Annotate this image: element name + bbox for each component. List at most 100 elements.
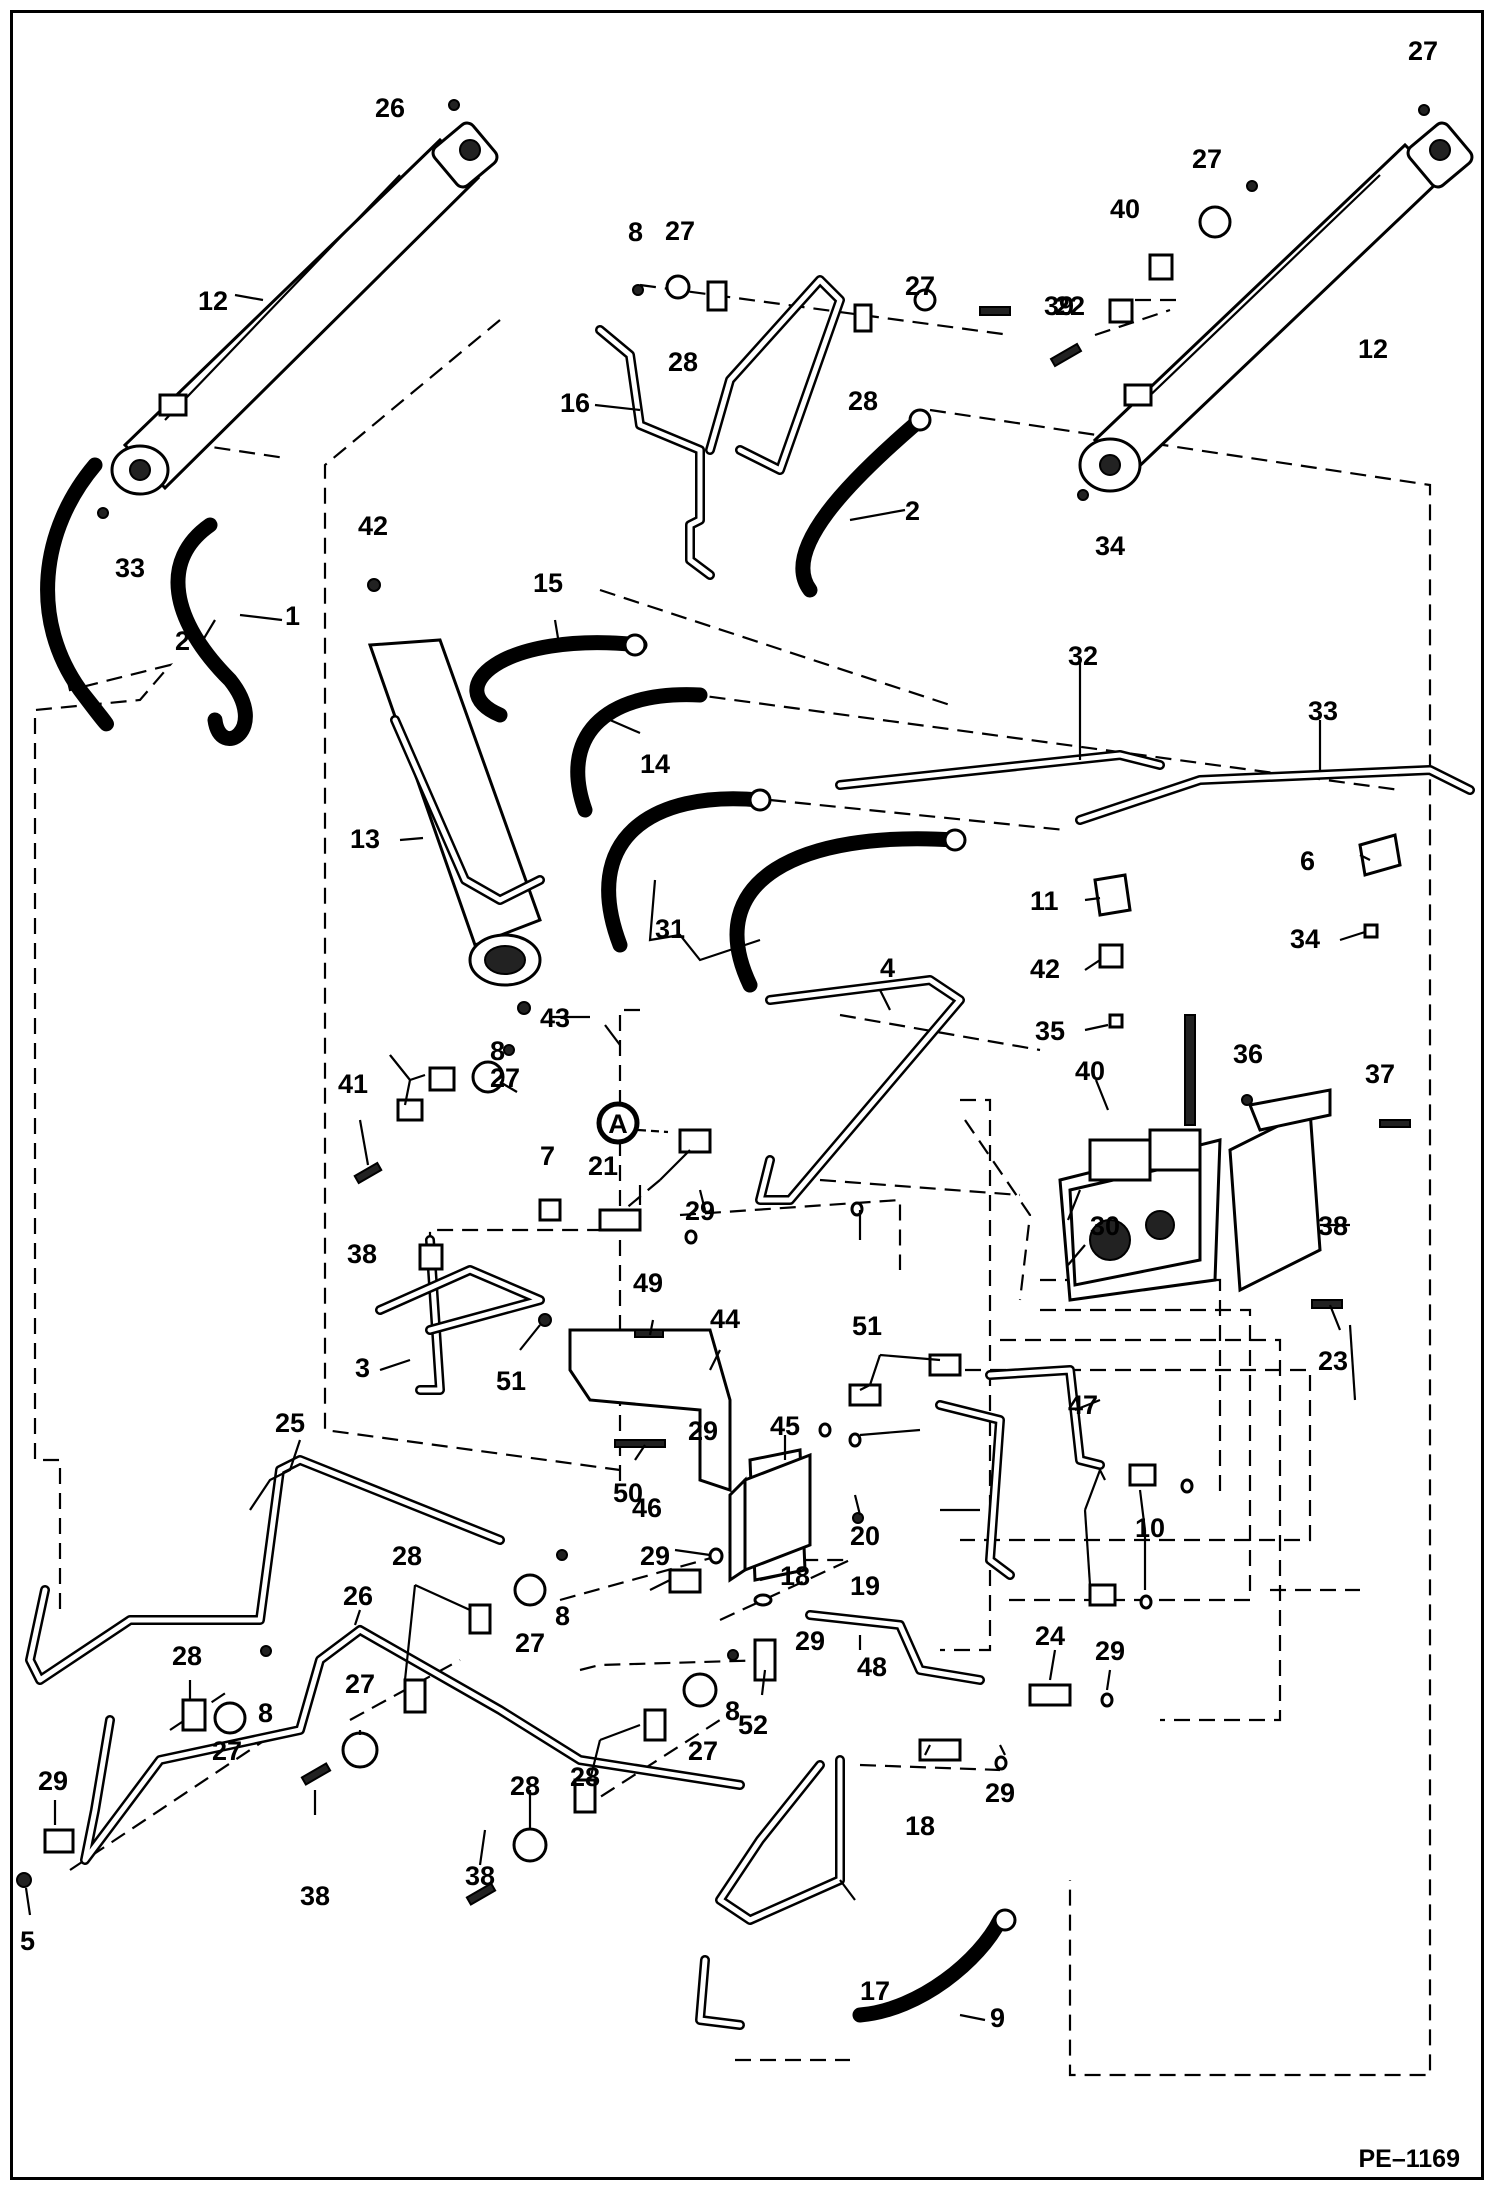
part-label: 29	[688, 1416, 718, 1446]
part-label: 30	[1090, 1211, 1120, 1241]
part-label: 28	[570, 1762, 600, 1792]
part-label: 28	[172, 1641, 202, 1671]
part-label: 29	[685, 1196, 715, 1226]
part-label: 27	[688, 1736, 718, 1766]
part-label: 25	[275, 1408, 305, 1438]
part-label: 7	[540, 1141, 555, 1171]
part-label: 50	[613, 1478, 643, 1508]
part-label: 17	[860, 1976, 890, 2006]
hoses	[40, 408, 1017, 2023]
tubes	[25, 275, 1475, 2030]
figure-code: PE–1169	[1359, 2145, 1461, 2173]
part-label: 23	[1318, 1346, 1348, 1376]
diagram-frame	[10, 10, 1484, 2180]
part-label: 18	[905, 1811, 935, 1841]
part-label: 46	[632, 1493, 662, 1523]
part-label: 29	[640, 1541, 670, 1571]
part-label: 42	[358, 511, 388, 541]
part-label: 42	[1030, 954, 1060, 984]
part-label: 4	[880, 953, 895, 983]
part-label: 5	[20, 1926, 35, 1956]
part-label: 9	[990, 2003, 1005, 2033]
part-label: 33	[1308, 696, 1338, 726]
part-label: 41	[338, 1069, 368, 1099]
part-label: 38	[300, 1881, 330, 1911]
part-label: 8	[725, 1696, 740, 1726]
part-label: 40	[1075, 1056, 1105, 1086]
part-label: 12	[1358, 334, 1388, 364]
part-label: 27	[490, 1063, 520, 1093]
part-label: 20	[850, 1521, 880, 1551]
part-label: 29	[1095, 1636, 1125, 1666]
part-label: 37	[1365, 1059, 1395, 1089]
right-lift-cylinder	[1078, 121, 1474, 493]
part-label: 32	[1068, 641, 1098, 671]
callout-a-label: A	[608, 1109, 628, 1139]
part-label: 28	[668, 347, 698, 377]
part-label: 26	[343, 1581, 373, 1611]
part-label: 21	[588, 1151, 618, 1181]
tilt-cylinder	[367, 638, 545, 987]
part-label: 34	[1095, 531, 1125, 561]
part-label: 10	[1135, 1513, 1165, 1543]
part-label: 26	[375, 93, 405, 123]
part-label: 33	[115, 553, 145, 583]
part-label: 8	[628, 217, 643, 247]
part-label: 28	[848, 386, 878, 416]
part-label: 27	[665, 216, 695, 246]
part-label: 51	[496, 1366, 526, 1396]
part-label: 29	[795, 1626, 825, 1656]
part-label: 36	[1233, 1039, 1263, 1069]
part-labels: 1 2 2 3 4 5 6 7 8 8 8 8 8 9 10 11 12 12 …	[20, 36, 1438, 2033]
part-label: 39	[1044, 291, 1074, 321]
part-label: 2	[905, 496, 920, 526]
part-label: 8	[555, 1601, 570, 1631]
part-label: 19	[850, 1571, 880, 1601]
part-label: 24	[1035, 1621, 1065, 1651]
part-label: 16	[560, 388, 590, 418]
part-label: 38	[347, 1239, 377, 1269]
part-label: 12	[198, 286, 228, 316]
part-label: 29	[38, 1766, 68, 1796]
part-label: 13	[350, 824, 380, 854]
part-label: 8	[490, 1036, 505, 1066]
part-label: 27	[905, 271, 935, 301]
part-label: 1	[285, 601, 300, 631]
part-label: 3	[355, 1353, 370, 1383]
part-label: 28	[510, 1771, 540, 1801]
callout-a: A	[596, 1101, 669, 1145]
part-label: 43	[540, 1003, 570, 1033]
part-label: 27	[515, 1628, 545, 1658]
fittings	[16, 99, 1430, 1906]
part-label: 6	[1300, 846, 1315, 876]
part-label: 47	[1068, 1390, 1098, 1420]
part-label: 51	[852, 1311, 882, 1341]
part-label: 22	[1055, 291, 1085, 321]
part-label: 27	[1192, 144, 1222, 174]
part-label: 45	[770, 1411, 800, 1441]
left-lift-cylinder	[110, 121, 499, 496]
part-label: 38	[465, 1861, 495, 1891]
part-label: 27	[212, 1736, 242, 1766]
part-label: 29	[985, 1778, 1015, 1808]
part-label: 2	[175, 626, 190, 656]
part-label: 35	[1035, 1016, 1065, 1046]
part-label: 44	[710, 1304, 740, 1334]
part-label: 34	[1290, 924, 1320, 954]
control-valve-assembly	[1058, 1014, 1332, 1302]
part-label: 11	[1030, 886, 1059, 916]
part-label: 14	[640, 749, 670, 779]
part-label: 48	[857, 1652, 887, 1682]
dashed-assembly-lines	[33, 283, 1432, 2077]
part-label: 27	[345, 1669, 375, 1699]
part-label: 15	[533, 568, 563, 598]
part-label: 52	[738, 1710, 768, 1740]
part-label: 40	[1110, 194, 1140, 224]
part-label: 27	[1408, 36, 1438, 66]
part-label: 49	[633, 1268, 663, 1298]
part-label: 28	[392, 1541, 422, 1571]
part-label: 31	[655, 914, 685, 944]
leader-lines	[24, 293, 1371, 2022]
part-label: 8	[258, 1698, 273, 1728]
